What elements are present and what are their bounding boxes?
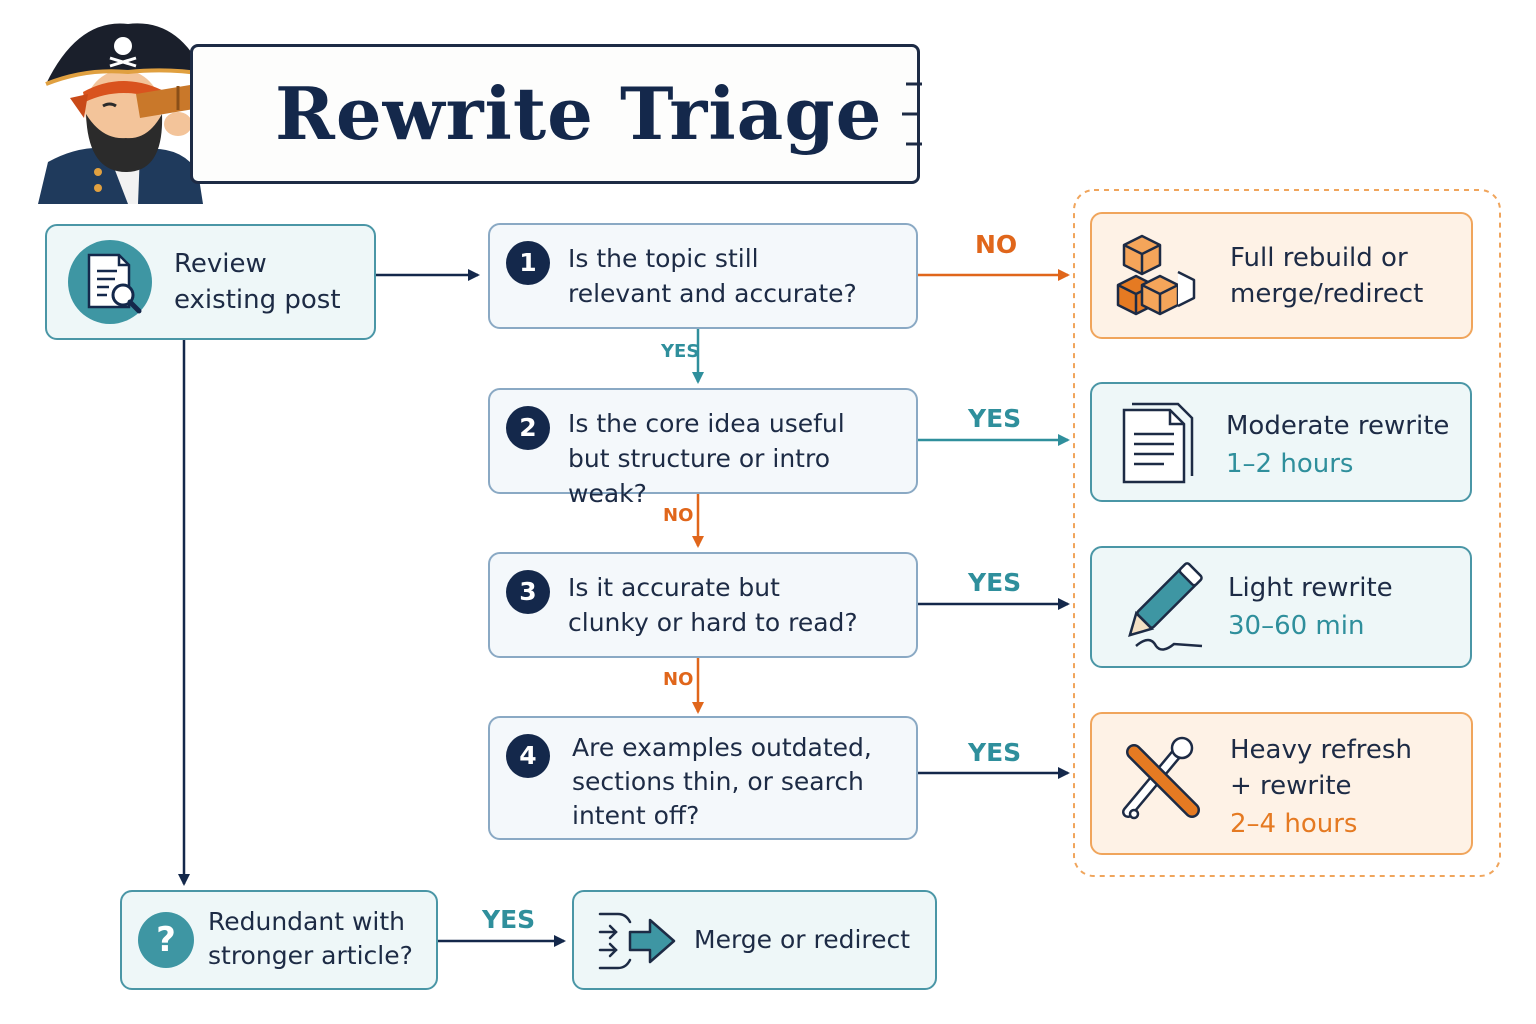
outcome-light-rewrite-box: Light rewrite 30–60 min (1090, 546, 1472, 668)
question-4-line3: intent off? (572, 801, 700, 830)
document-icon (1120, 400, 1200, 486)
redundant-line1: Redundant with (208, 907, 406, 936)
question-1-line2: relevant and accurate? (568, 279, 857, 308)
outcome-full-rebuild-box: Full rebuild or merge/redirect (1090, 212, 1473, 339)
question-3-box: 3 Is it accurate but clunky or hard to r… (488, 552, 918, 658)
heavy-refresh-line1: Heavy refresh (1230, 735, 1412, 765)
question-1-box: 1 Is the topic still relevant and accura… (488, 223, 918, 329)
page-title: Rewrite Triage (275, 71, 883, 156)
start-review-box: Review existing post (45, 224, 376, 340)
blocks-icon (1114, 232, 1204, 322)
q1-yes-label: YES (661, 341, 700, 362)
question-2-badge: 2 (506, 406, 550, 450)
q2-no-label: NO (663, 505, 694, 526)
q4-yes-label: YES (968, 738, 1022, 767)
q1-no-label: NO (975, 230, 1018, 259)
question-1-badge: 1 (506, 241, 550, 285)
q3-no-label: NO (663, 669, 694, 690)
question-1-line1: Is the topic still (568, 244, 759, 273)
heavy-refresh-time: 2–4 hours (1230, 809, 1358, 839)
question-4-badge: 4 (506, 734, 550, 778)
pirate-mascot (28, 22, 248, 204)
light-rewrite-time: 30–60 min (1228, 611, 1365, 641)
start-line2: existing post (174, 285, 341, 315)
light-rewrite-line1: Light rewrite (1228, 573, 1393, 603)
merge-arrows-icon (596, 908, 676, 974)
question-4-line1: Are examples outdated, (572, 733, 872, 762)
pencil-icon (1116, 562, 1206, 654)
question-2-line1: Is the core idea useful (568, 409, 845, 438)
redundant-line2: stronger article? (208, 941, 413, 970)
merge-redirect-box: Merge or redirect (572, 890, 937, 990)
question-4-line2: sections thin, or search (572, 767, 864, 796)
outcome-heavy-refresh-box: Heavy refresh + rewrite 2–4 hours (1090, 712, 1473, 855)
redundant-box: ? Redundant with stronger article? (120, 890, 438, 990)
moderate-rewrite-line1: Moderate rewrite (1226, 411, 1450, 441)
merge-redirect-label: Merge or redirect (694, 925, 911, 954)
full-rebuild-line1: Full rebuild or (1230, 243, 1408, 273)
question-2-box: 2 Is the core idea useful but structure … (488, 388, 918, 508)
full-rebuild-line2: merge/redirect (1230, 279, 1424, 309)
outcomes-group-outline (1073, 189, 1501, 877)
q2-yes-label: YES (968, 404, 1022, 433)
question-2-line2: but structure or intro weak? (568, 444, 830, 508)
document-search-icon (67, 239, 153, 325)
title-banner (190, 44, 922, 184)
question-3-line1: Is it accurate but (568, 573, 780, 602)
heavy-refresh-line2: + rewrite (1230, 771, 1352, 801)
tools-icon (1114, 736, 1204, 826)
moderate-rewrite-time: 1–2 hours (1226, 449, 1354, 479)
question-3-line2: clunky or hard to read? (568, 608, 858, 637)
q3-yes-label: YES (968, 568, 1022, 597)
question-3-badge: 3 (506, 570, 550, 614)
question-4-box: 4 Are examples outdated, sections thin, … (488, 716, 918, 840)
question-mark-icon: ? (138, 912, 194, 968)
start-line1: Review (174, 249, 267, 279)
outcome-moderate-rewrite-box: Moderate rewrite 1–2 hours (1090, 382, 1472, 502)
redundant-yes-label: YES (482, 905, 536, 934)
